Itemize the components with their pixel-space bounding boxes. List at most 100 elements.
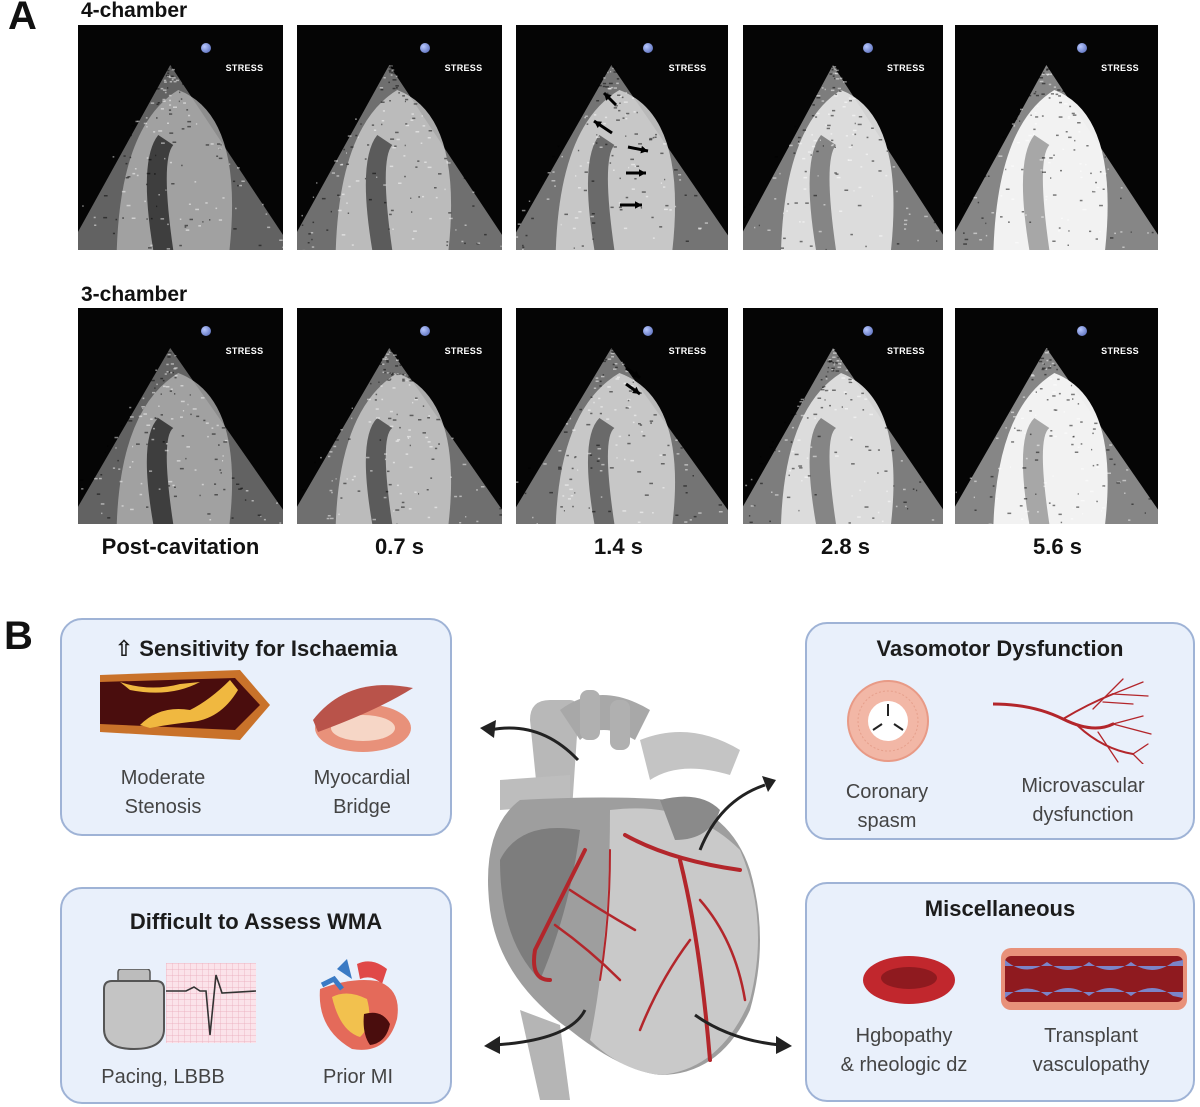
echo-speckle [360,123,362,125]
echo-speckle [1062,90,1066,92]
echo-speckle [664,208,668,211]
echo-speckle [388,69,392,72]
echo-speckle [831,369,833,371]
echo-speckle [611,356,614,358]
echo-speckle [172,371,174,374]
echo-arrow-head [594,121,602,129]
echo-speckle [547,172,551,174]
echo-speckle [385,358,389,360]
echo-cavity [781,90,894,250]
echo-speckle [209,519,212,521]
echo-speckle [169,81,173,83]
echo-speckle [838,363,842,365]
echo-speckle [1008,221,1010,223]
echo-speckle [499,508,501,510]
echo-speckle [235,207,237,210]
echo-speckle [1009,466,1012,468]
echo-speckle [1070,384,1073,387]
echo-speckle [833,364,835,366]
echo-speckle [121,190,126,193]
echo-speckle [784,439,788,441]
echo-speckle [605,86,609,88]
echo-speckle [1013,125,1016,127]
echo-speckle [391,69,395,71]
echo-speckle [404,144,406,147]
echo-image-3ch-2-8s [743,348,943,524]
echo-speckle [402,378,405,381]
echo-speckle [165,443,168,445]
echo-speckle [821,87,824,89]
echo-speckle [832,75,835,77]
echo-speckle [388,228,390,230]
echo-speckle [718,504,722,506]
echo-speckle [969,477,972,479]
echo-speckle [404,175,406,178]
echo-speckle [346,163,349,165]
echo-speckle [640,207,643,209]
echo-speckle [158,405,160,407]
echo-speckle [408,384,411,386]
echo-speckle [168,76,172,79]
echo-speckle [833,352,837,354]
echo-speckle [587,452,592,455]
echo-speckle [628,166,630,169]
echo-speckle [973,232,978,235]
echo-speckle [170,371,173,374]
echo-speckle [327,515,331,517]
echo-speckle [434,187,437,189]
echo-image-4ch-2-8s [743,65,943,250]
echo-speckle [1110,237,1114,239]
echo-speckle [893,485,895,487]
echo-speckle [392,419,397,421]
echo-speckle [1034,123,1037,125]
echo-speckle [791,467,795,470]
echo-speckle [597,448,602,450]
echo-speckle [402,380,405,382]
echo-speckle [1047,350,1050,352]
echo-speckle [1072,507,1074,510]
echo-septum [1022,135,1050,250]
echo-speckle [884,427,889,429]
echo-speckle [674,169,678,171]
echo-speckle [851,463,855,465]
echo-speckle [854,133,857,136]
echo-speckle [819,139,821,141]
echo-speckle [564,213,568,216]
echo-speckle [404,374,406,376]
echo-speckle [357,136,359,139]
echo-speckle [835,69,839,72]
echo-speckle [162,100,166,102]
echo-speckle [173,368,177,370]
echo-speckle [1071,112,1075,115]
echo-speckle [168,485,171,487]
echo-speckle [180,400,185,403]
echo-speckle [858,186,862,189]
echo-speckle [774,494,779,496]
echo-speckle [134,168,137,170]
echo-speckle [1067,115,1071,118]
echo-speckle [609,467,614,469]
echo-speckle [173,80,177,83]
echo-septum [809,418,836,524]
echo-speckle [1090,490,1094,493]
echo-speckle [351,417,353,420]
echo-speckle [118,468,121,470]
echo-speckle [521,209,526,212]
echo-speckle [641,191,646,193]
echo-speckle [179,91,181,94]
echo-speckle [623,227,628,230]
echo-speckle [522,244,524,247]
echo-speckle [387,379,391,381]
echo-speckle [829,360,832,362]
echo-speckle [1071,443,1074,446]
echo-speckle [587,161,590,164]
echo-speckle [565,423,569,425]
echo-speckle [602,360,606,363]
echo-speckle [399,492,402,495]
echo-speckle [837,356,839,359]
echo-speckle [396,373,399,376]
echo-speckle [405,453,409,455]
echo-speckle [832,356,836,358]
echo-speckle [395,85,399,87]
echo-speckle [1061,217,1063,220]
